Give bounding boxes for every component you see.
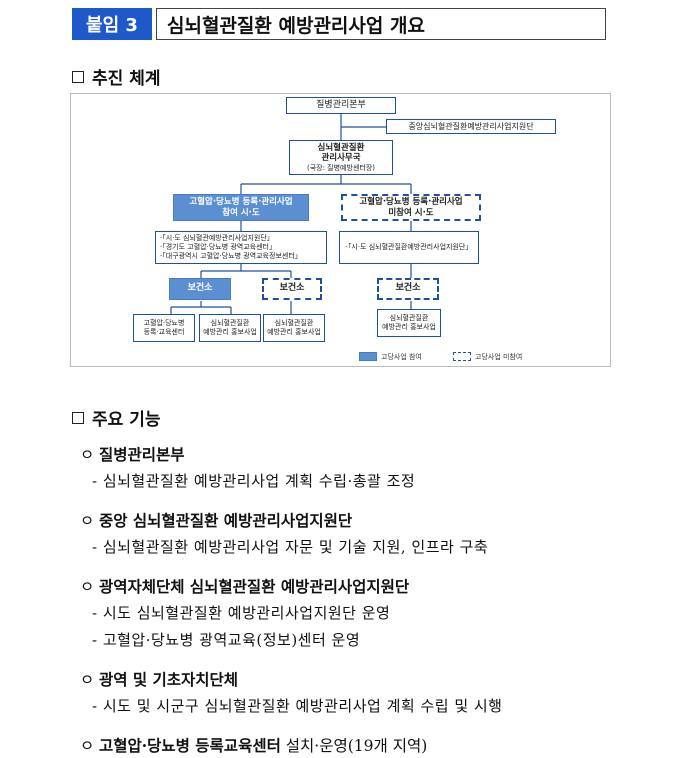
legend-nonparticipating-swatch [453,352,471,361]
org-regional-left-3: ·「대구광역시 고혈압·당뇨병 광역교육정보센터」 [160,251,302,260]
org-leaf-registration-center: 고혈압·당뇨병 등록·교육센터 [133,314,195,342]
org-leaf3-line2: 예방관리 홍보사업 [267,328,321,336]
function-title: 질병관리본부 [98,445,185,464]
square-bullet-icon [72,70,84,83]
org-health-center-dashed: 보건소 [262,278,322,300]
function-title: 고혈압·당뇨병 등록교육센터 [98,736,281,755]
org-regional-left-1: ·「시·도 심뇌혈관예방관리사업지원단」 [160,234,274,243]
org-leaf2-line2: 예방관리 홍보사업 [203,328,257,336]
function-title: 중앙 심뇌혈관질환 예방관리사업지원단 [98,511,353,530]
function-detail: - 시도 및 시군구 심뇌혈관질환 예방관리사업 계획 수립 및 시행 [92,697,503,715]
org-top-label: 질병관리본부 [316,99,366,110]
org-nonparticipating-line2: 미참여 시·도 [388,207,434,218]
org-chart: 질병관리본부 중앙심뇌혈관질환예방관리사업지원단 심뇌혈관질환 관리사무국 (국… [70,93,611,367]
circle-bullet-icon: ㅇ [80,671,95,689]
function-item-regional-support: ㅇ 광역자체단체 심뇌혈관질환 예방관리사업지원단 [80,575,409,597]
section-functions-label: 주요 기능 [92,410,161,430]
circle-bullet-icon: ㅇ [80,737,95,755]
section-structure-label: 추진 체계 [92,69,161,89]
function-item-registration-center: ㅇ 고혈압·당뇨병 등록교육센터 설치·운영(19개 지역) [80,734,427,756]
org-regional-left-2: ·「경기도 고혈압·당뇨병 광역교육센터」 [160,243,276,252]
function-title-suffix: 설치·운영(19개 지역) [280,737,428,755]
org-regional-right-label: ·「시·도 심뇌혈관질환예방관리사업지원단」 [345,243,473,252]
org-leaf-promotion-2: 심뇌혈관질환 예방관리 홍보사업 [263,314,325,342]
org-nonparticipating-provinces: 고혈압·당뇨병 등록·관리사업 미참여 시·도 [341,194,481,221]
org-secretariat-line1: 심뇌혈관질환 [317,142,365,153]
circle-bullet-icon: ㅇ [80,512,95,530]
circle-bullet-icon: ㅇ [80,578,95,596]
org-top-kdca: 질병관리본부 [286,97,396,114]
function-item-local-govt: ㅇ 광역 및 기초자치단체 [80,668,238,690]
function-item-central-support: ㅇ 중앙 심뇌혈관질환 예방관리사업지원단 [80,509,352,531]
org-chart-connectors [170,113,412,314]
org-health-center-right-label: 보건소 [395,283,421,294]
org-participating-line2: 참여 시·도 [222,207,260,218]
org-secretariat-line2: 관리사무국 [321,153,361,164]
org-leaf-promotion-3: 심뇌혈관질환 예방관리 홍보사업 [377,309,441,337]
org-leaf3-line1: 심뇌혈관질환 [274,319,314,328]
appendix-badge: 붙임 3 [72,8,152,40]
function-detail: - 심뇌혈관질환 예방관리사업 자문 및 기술 지원, 인프라 구축 [92,538,489,556]
page-title: 심뇌혈관질환 예방관리사업 개요 [156,8,606,40]
org-support-center-label: 중앙심뇌혈관질환예방관리사업지원단 [408,121,534,131]
section-functions-heading: 주요 기능 [72,405,160,430]
org-leaf4-line1: 심뇌혈관질환 [389,314,429,323]
org-leaf1-line2: 등록·교육센터 [143,328,185,336]
org-support-center: 중앙심뇌혈관질환예방관리사업지원단 [386,119,556,134]
page-title-text: 심뇌혈관질환 예방관리사업 개요 [167,14,425,37]
function-detail: - 심뇌혈관질환 예방관리사업 계획 수립·총괄 조정 [92,472,416,490]
org-nonparticipating-line1: 고혈압·당뇨병 등록·관리사업 [359,196,463,207]
org-health-center-right: 보건소 [377,278,439,300]
function-detail: - 고혈압·당뇨병 광역교육(정보)센터 운영 [92,631,361,649]
org-secretariat-line3: (국장: 질병예방센터장) [306,163,375,172]
function-title: 광역자체단체 심뇌혈관질환 예방관리사업지원단 [98,577,410,596]
org-regional-left: ·「시·도 심뇌혈관예방관리사업지원단」 ·「경기도 고혈압·당뇨병 광역교육센… [155,231,327,264]
org-participating-provinces: 고혈압·당뇨병 등록·관리사업 참여 시·도 [173,194,309,221]
legend-nonparticipating-label: 고당사업 미참여 [475,353,523,361]
legend-participating-label: 고당사업 참여 [381,353,422,361]
org-leaf1-line1: 고혈압·당뇨병 [143,319,185,328]
function-title: 광역 및 기초자치단체 [98,670,239,689]
org-health-center-dashed-label: 보건소 [279,283,305,294]
section-structure-heading: 추진 체계 [72,64,160,89]
legend-participating-swatch [359,352,377,361]
org-leaf2-line1: 심뇌혈관질환 [210,319,250,328]
square-bullet-icon [72,411,84,424]
org-participating-line1: 고혈압·당뇨병 등록·관리사업 [189,196,293,207]
function-item-kdca: ㅇ 질병관리본부 [80,443,185,465]
org-regional-right: ·「시·도 심뇌혈관질환예방관리사업지원단」 [339,231,479,264]
org-secretariat: 심뇌혈관질환 관리사무국 (국장: 질병예방센터장) [289,140,393,175]
circle-bullet-icon: ㅇ [80,446,95,464]
org-health-center-filled-label: 보건소 [187,283,213,294]
org-leaf-promotion-1: 심뇌혈관질환 예방관리 홍보사업 [199,314,261,342]
org-leaf4-line2: 예방관리 홍보사업 [382,323,436,331]
function-detail: - 시도 심뇌혈관질환 예방관리사업지원단 운영 [92,604,391,622]
org-health-center-filled: 보건소 [169,278,231,300]
